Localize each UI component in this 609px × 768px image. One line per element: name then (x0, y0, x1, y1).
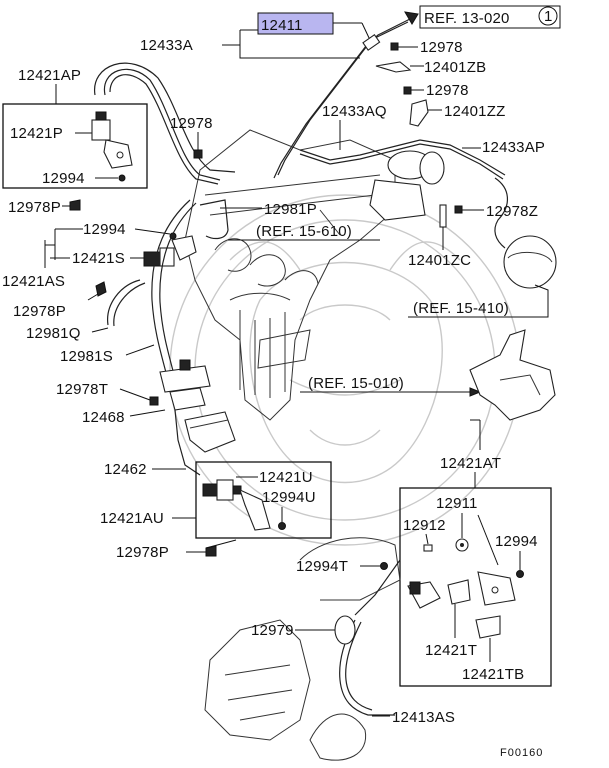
part-number-12978-a[interactable]: 12978 (420, 39, 463, 56)
part-number-12981P[interactable]: 12981P (264, 201, 317, 218)
bolt-12978-top (390, 42, 418, 51)
part-number-12994-b[interactable]: 12994 (83, 221, 126, 238)
figure-code: F00160 (500, 747, 543, 759)
part-number-12421P[interactable]: 12421P (10, 125, 63, 142)
bracket-12401ZC (439, 204, 447, 250)
part-number-12421AS[interactable]: 12421AS (2, 273, 65, 290)
part-number-12912[interactable]: 12912 (403, 517, 446, 534)
hose-12981P (199, 199, 229, 240)
ref-15-610[interactable]: (REF. 15-610) (256, 223, 352, 240)
ref-15-010[interactable]: (REF. 15-010) (308, 375, 404, 392)
ref-13-020[interactable]: REF. 13-020 (424, 10, 510, 27)
part-number-12468[interactable]: 12468 (82, 409, 125, 426)
vacuum-solenoid-12421T (407, 571, 516, 639)
group-box-12421AP (2, 103, 148, 189)
part-number-12401ZB[interactable]: 12401ZB (424, 59, 486, 76)
part-number-12911[interactable]: 12911 (436, 495, 478, 512)
hose-loop-12421AP (103, 68, 221, 181)
clamp-12979 (334, 615, 356, 645)
group-box-12421AU (195, 461, 332, 539)
clip-12978P-c (186, 539, 237, 557)
part-number-12421T[interactable]: 12421T (425, 642, 477, 659)
part-number-12978T[interactable]: 12978T (56, 381, 108, 398)
part-number-12994-c[interactable]: 12994 (495, 533, 538, 550)
hose-12981Q (107, 279, 141, 326)
part-number-12978Z[interactable]: 12978Z (486, 203, 538, 220)
part-number-12981S[interactable]: 12981S (60, 348, 113, 365)
vacuum-pipe-main (277, 17, 413, 176)
vacuum-solenoid-12421P (91, 111, 133, 169)
part-number-12413AS[interactable]: 12413AS (392, 709, 455, 726)
part-number-12978P-a[interactable]: 12978P (8, 199, 61, 216)
engine-lower-block (204, 537, 401, 761)
ref-15-410[interactable]: (REF. 15-410) (413, 300, 509, 317)
clip-12978P-b (87, 281, 107, 301)
group-box-12421AT (399, 487, 552, 687)
ref-box-13-020 (419, 5, 561, 29)
part-number-12981Q[interactable]: 12981Q (26, 325, 81, 342)
part-number-12411[interactable]: 12411 (261, 17, 303, 34)
bolt-12978Z (454, 205, 484, 214)
part-number-12421AU[interactable]: 12421AU (100, 510, 164, 527)
solenoid-valve-assembly-right (369, 150, 445, 221)
part-number-12433AP[interactable]: 12433AP (482, 139, 545, 156)
grommet-12911 (455, 538, 469, 552)
hose-12981S (151, 199, 191, 381)
part-number-12421AP[interactable]: 12421AP (18, 67, 81, 84)
engine-intake-manifold (184, 129, 396, 421)
part-number-12401ZZ[interactable]: 12401ZZ (444, 103, 505, 120)
bolt-12978-mid (403, 86, 424, 95)
part-number-12978-c[interactable]: 12978 (170, 115, 213, 132)
part-number-12462[interactable]: 12462 (104, 461, 147, 478)
grommet-12994T (380, 562, 388, 570)
bracket-12401ZB (375, 61, 424, 73)
part-number-12433A[interactable]: 12433A (140, 37, 193, 54)
part-number-12994T[interactable]: 12994T (296, 558, 348, 575)
clip-12978P-a (62, 199, 81, 211)
part-number-12421AT[interactable]: 12421AT (440, 455, 501, 472)
vacuum-tank-12462 (184, 411, 236, 453)
ref-13-020-circle: 1 (544, 8, 553, 25)
air-intake-duct (469, 329, 556, 421)
part-number-12979[interactable]: 12979 (251, 622, 294, 639)
vacuum-solenoid-12421U (202, 479, 271, 531)
part-number-12994U[interactable]: 12994U (262, 489, 316, 506)
vacuum-tank-bracket-12468 (149, 359, 211, 411)
part-number-12421U[interactable]: 12421U (259, 469, 313, 486)
hose-12433AQ (299, 139, 506, 176)
part-number-12421S[interactable]: 12421S (72, 250, 125, 267)
part-number-12978-b[interactable]: 12978 (426, 82, 469, 99)
part-number-12994-a[interactable]: 12994 (42, 170, 85, 187)
bracket-12401ZZ (409, 99, 442, 127)
air-cleaner-dome (503, 235, 557, 289)
part-number-12433AQ[interactable]: 12433AQ (322, 103, 387, 120)
part-number-12978P-c[interactable]: 12978P (116, 544, 169, 561)
part-number-12421TB[interactable]: 12421TB (462, 666, 524, 683)
part-number-12978P-b[interactable]: 12978P (13, 303, 66, 320)
part-number-12401ZC[interactable]: 12401ZC (408, 252, 471, 269)
